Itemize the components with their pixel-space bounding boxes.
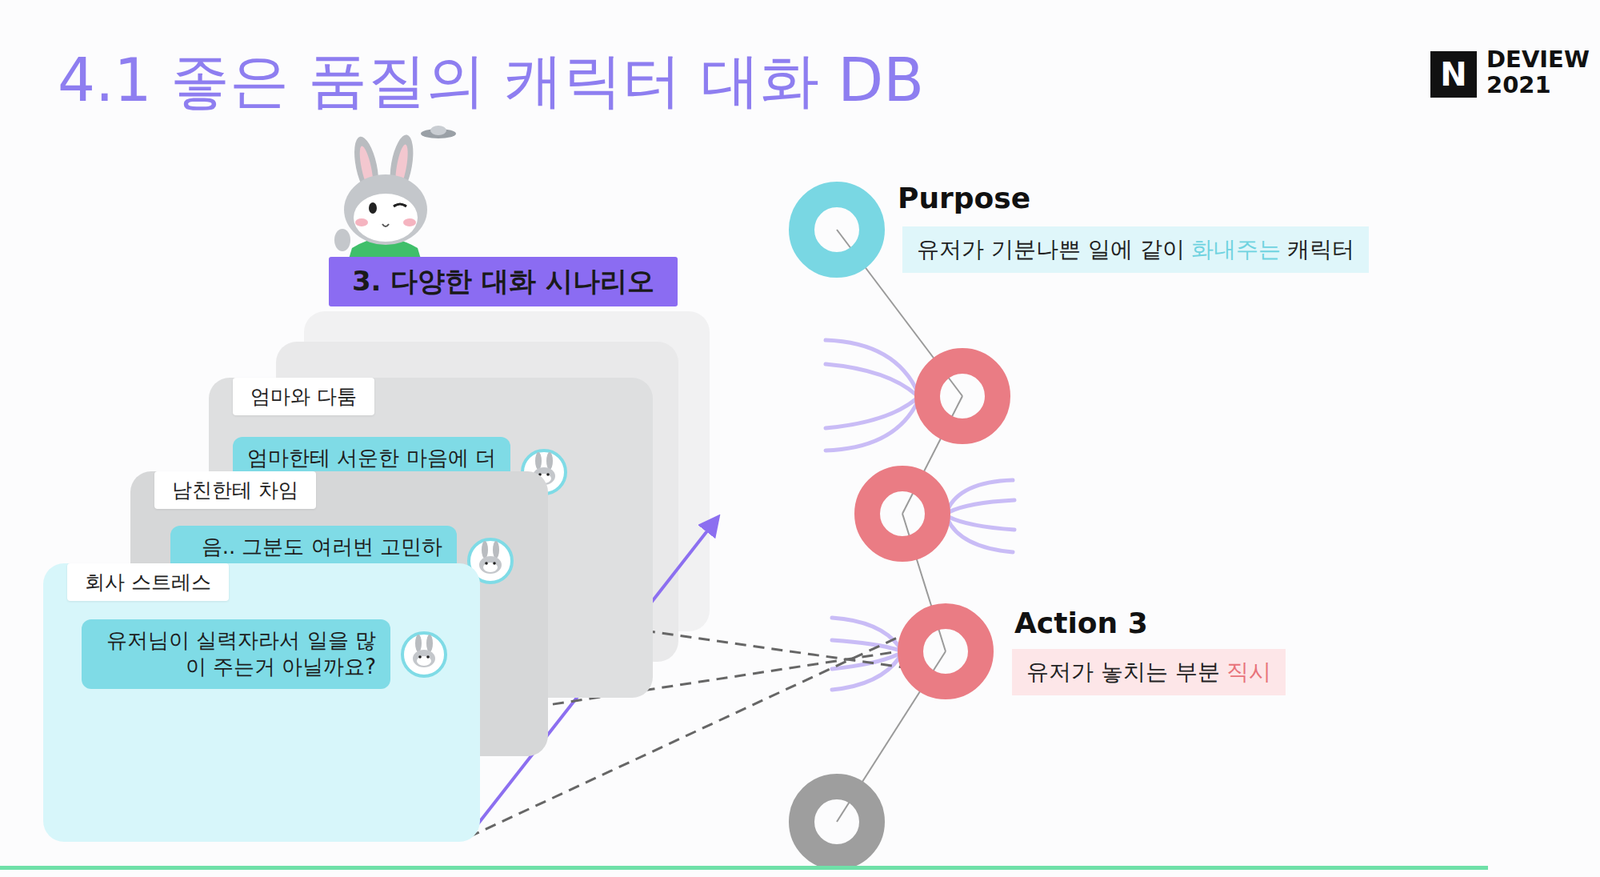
scenario-tag: 엄마와 다툼 bbox=[232, 377, 375, 416]
scenario-banner: 3. 다양한 대화 시나리오 bbox=[328, 256, 678, 307]
ring-shape bbox=[788, 181, 885, 278]
logo-text: DEVIEW bbox=[1486, 48, 1590, 72]
logo-box: N bbox=[1430, 51, 1477, 98]
avatar-icon bbox=[400, 630, 448, 679]
step-label: Action 3 bbox=[1014, 606, 1148, 640]
description-text: 화내주는 bbox=[1191, 236, 1281, 263]
description-text: 직시 bbox=[1226, 658, 1272, 685]
rabbit-mascot bbox=[334, 125, 456, 264]
description-text: 유저가 놓치는 부분 bbox=[1026, 658, 1220, 685]
scenario-tag: 회사 스트레스 bbox=[67, 563, 229, 601]
logo-text: 2021 bbox=[1486, 73, 1552, 97]
step-label: Purpose bbox=[897, 181, 1031, 215]
chat-bubble: 유저님이 실력자라서 일을 많이 주는거 아닐까요? bbox=[81, 619, 391, 689]
description-text: 캐릭터 bbox=[1287, 236, 1355, 263]
ring-shape bbox=[897, 603, 994, 700]
description-box: 유저가 기분나쁜 일에 같이화내주는캐릭터 bbox=[902, 226, 1369, 273]
scenario-card: 회사 스트레스유저님이 실력자라서 일을 많이 주는거 아닐까요? bbox=[43, 563, 480, 842]
description-text: 유저가 기분나쁜 일에 같이 bbox=[916, 236, 1185, 263]
logo-letter: N bbox=[1440, 56, 1467, 93]
slide-title: 4.1 좋은 품질의 캐릭터 대화 DB bbox=[57, 41, 924, 122]
banner-text: 3. 다양한 대화 시나리오 bbox=[352, 263, 655, 300]
scenario-tag: 남친한테 차임 bbox=[154, 471, 316, 509]
description-box: 유저가 놓치는 부분직시 bbox=[1012, 648, 1286, 696]
step-circle: Action 3 bbox=[897, 603, 994, 700]
bubble-text: 유저님이 실력자라서 일을 많이 주는거 아닐까요? bbox=[96, 627, 376, 681]
step-circle: Purpose bbox=[788, 181, 885, 278]
